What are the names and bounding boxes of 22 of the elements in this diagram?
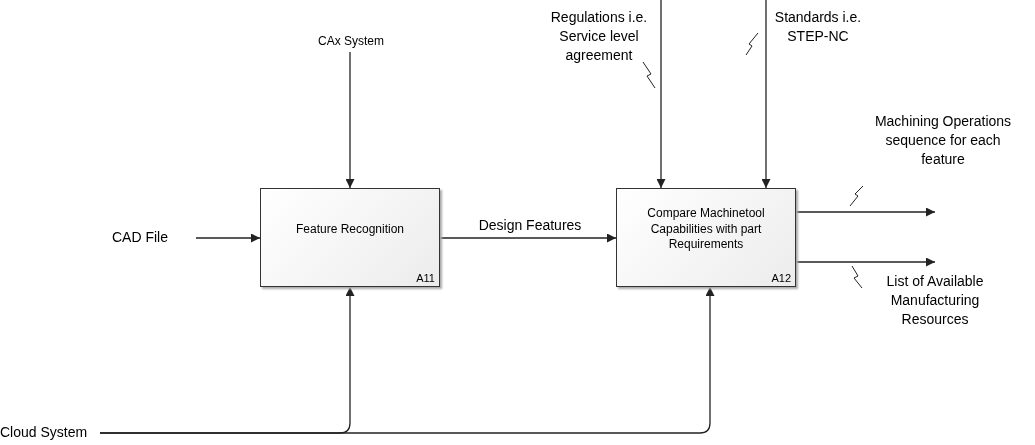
node-number: A12	[771, 272, 791, 284]
process-box	[260, 188, 440, 287]
arrow	[99, 286, 715, 434]
arrow	[345, 51, 355, 189]
edge-label: Regulations i.e. Service level agreement	[549, 8, 649, 65]
process-box	[616, 188, 796, 287]
arrow	[795, 257, 936, 267]
input-label: CAx System	[318, 34, 384, 52]
arrow	[195, 233, 261, 243]
arrow	[656, 0, 666, 189]
process-label: Compare Machinetool Capabilities with part Requirements	[646, 205, 766, 254]
edge-label: Machining Operations sequence for each feature	[873, 112, 1013, 169]
arrow	[439, 233, 617, 243]
arrow	[795, 207, 936, 217]
input-label: Cloud System	[0, 424, 100, 444]
node-number: A11	[416, 272, 435, 284]
edge-label: Standards i.e. STEP-NC	[773, 8, 863, 46]
arrow	[761, 0, 771, 189]
input-label: CAD File	[112, 229, 196, 249]
process-label: Feature Recognition	[294, 220, 406, 238]
edge-label: List of Available Manufacturing Resources	[885, 272, 985, 329]
edge-label: Design Features	[477, 216, 583, 235]
